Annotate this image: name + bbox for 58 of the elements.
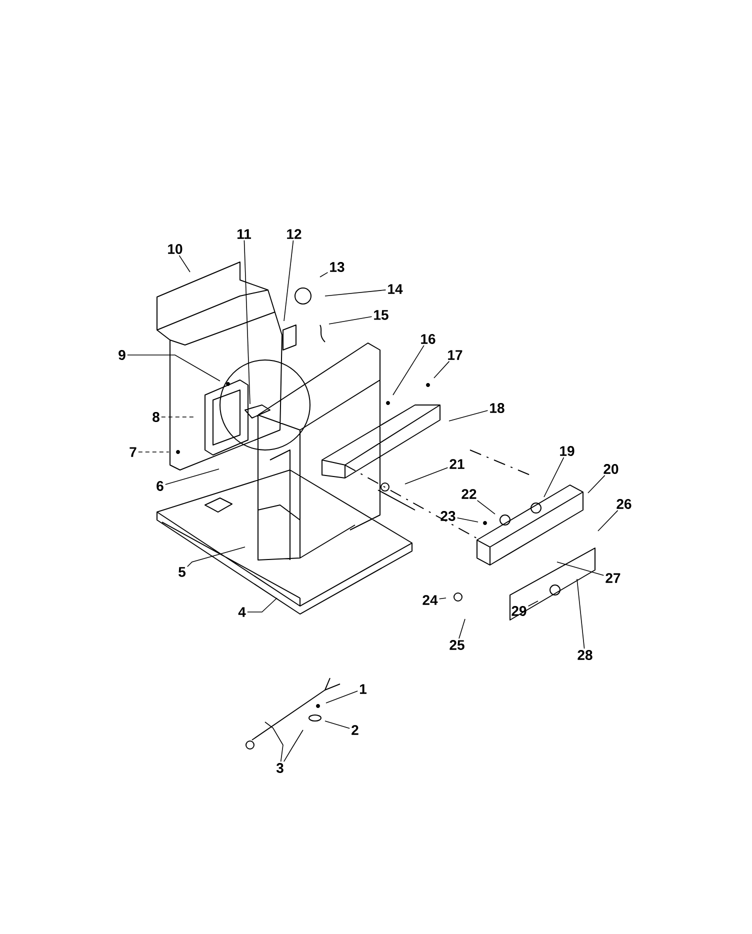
leader-line: [598, 510, 618, 532]
callout-number: 17: [448, 350, 462, 360]
callout-number: 4: [238, 607, 246, 617]
leader-line: [320, 272, 328, 278]
leader-line: [438, 598, 446, 600]
leader-line: [161, 416, 196, 418]
leader-line: [246, 598, 278, 612]
callout-number: 22: [462, 489, 476, 499]
leader-line: [544, 457, 564, 498]
leader-line: [326, 690, 358, 704]
callout-number: 7: [130, 447, 136, 457]
leader-line: [186, 546, 246, 567]
callout-number: 19: [560, 446, 574, 456]
callout-number: 15: [374, 310, 388, 320]
leader-line: [458, 618, 466, 639]
callout-number: 18: [490, 403, 504, 413]
leader-line: [127, 354, 220, 382]
leader-line: [178, 255, 190, 272]
callout-number: 2: [352, 725, 358, 735]
callout-number: 8: [152, 412, 160, 422]
callout-number: 27: [606, 573, 620, 583]
leader-line: [448, 410, 488, 422]
callout-number: 9: [118, 350, 126, 360]
callout-number: 26: [616, 499, 632, 509]
callout-number: 21: [450, 459, 464, 469]
leader-line: [264, 722, 284, 762]
leader-line: [328, 316, 372, 324]
callout-number: 6: [156, 481, 164, 491]
leader-line: [576, 578, 585, 649]
leader-line: [324, 720, 350, 729]
leader-line: [476, 500, 496, 514]
callout-number: 28: [578, 650, 592, 660]
callout-number: 23: [440, 511, 456, 521]
callout-number: 29: [512, 606, 526, 616]
leader-line: [528, 600, 538, 607]
callout-number: 14: [388, 284, 403, 294]
callout-number: 25: [450, 640, 464, 650]
callout-number: 20: [604, 464, 618, 474]
leader-line: [164, 468, 220, 485]
callout-number: 11: [237, 229, 252, 239]
callout-number: 5: [178, 567, 186, 577]
callout-number: 3: [276, 763, 284, 773]
leader-line: [284, 240, 294, 322]
callout-number: 13: [330, 262, 344, 272]
leader-line: [434, 360, 450, 378]
leader-line: [244, 240, 250, 404]
callout-number: 16: [421, 334, 436, 344]
leader-line: [324, 290, 386, 296]
leader-line: [556, 562, 604, 576]
callout-number: 12: [287, 229, 302, 239]
leader-line: [456, 517, 478, 522]
callout-number: 10: [168, 244, 182, 254]
leader-line: [283, 730, 304, 762]
callout-number: 1: [360, 684, 366, 694]
leader-line: [392, 345, 424, 396]
callout-number: 24: [422, 595, 438, 605]
leader-line: [588, 475, 606, 494]
leader-line: [404, 467, 448, 484]
